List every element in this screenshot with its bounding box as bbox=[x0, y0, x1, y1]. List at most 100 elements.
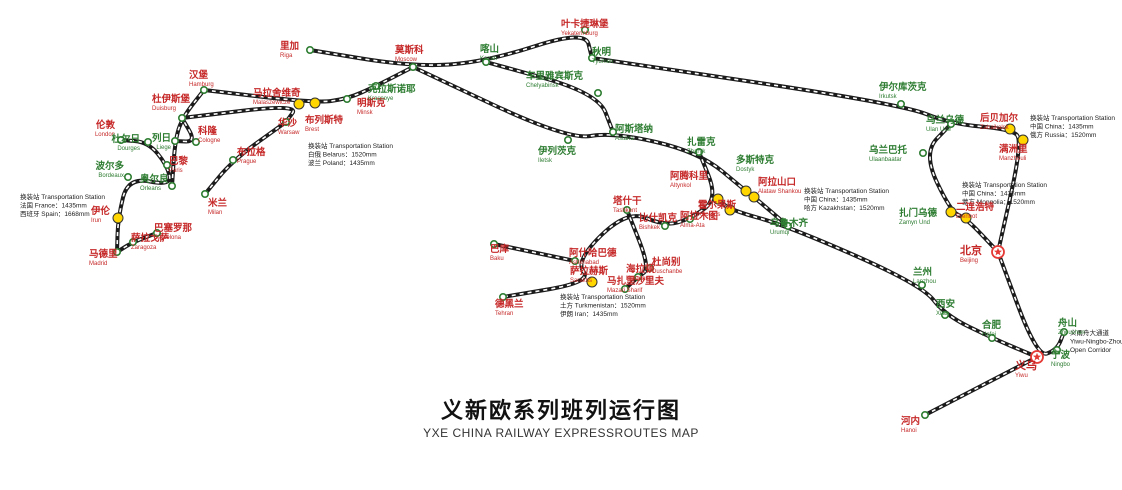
station-name-en: Khorgos bbox=[698, 212, 720, 218]
note-line: 中国 China：1435mm bbox=[962, 189, 1026, 198]
station-name-en: Astana bbox=[615, 136, 634, 142]
station-marker bbox=[281, 118, 290, 127]
station-name-en: Barcelona bbox=[154, 235, 182, 241]
station-marker bbox=[685, 215, 694, 224]
station-name-zh: 舟山 bbox=[1058, 317, 1077, 329]
station-marker bbox=[1060, 327, 1069, 336]
station-name-zh: 乌兰巴托 bbox=[869, 144, 908, 156]
station-marker bbox=[940, 310, 949, 319]
station-marker bbox=[645, 263, 654, 272]
station-name-en: Alma-Ata bbox=[680, 223, 705, 229]
station-marker bbox=[178, 114, 187, 123]
station-name-zh: 海拉顿 bbox=[626, 263, 655, 275]
station-marker bbox=[570, 256, 579, 265]
rail-line-dash bbox=[116, 139, 171, 253]
station-name-en: Tashkent bbox=[613, 208, 637, 214]
station-name-en: Paris bbox=[169, 168, 183, 174]
station-name-zh: 伊伦 bbox=[90, 205, 111, 217]
station-name-zh: 伊尔库茨克 bbox=[878, 81, 927, 93]
station-marker bbox=[608, 128, 617, 137]
station-name-zh: 多斯特克 bbox=[736, 154, 775, 166]
station-name-en: Malaszewicze bbox=[253, 100, 291, 106]
station-name-en: London bbox=[95, 132, 115, 138]
note-line: 换装站 Transportation Station bbox=[20, 192, 105, 201]
station-name-en: Erenhot bbox=[956, 214, 977, 220]
station-name-zh: 萨拉赫斯 bbox=[570, 265, 609, 277]
station-name-zh: 马德里 bbox=[89, 248, 118, 260]
station-marker bbox=[153, 229, 162, 238]
station-name-en: Cologne bbox=[198, 138, 221, 144]
station-marker bbox=[129, 238, 138, 247]
station-name-en: Ningbo bbox=[1051, 362, 1071, 368]
station-name-en: Madrid bbox=[89, 261, 107, 267]
station-name-zh: 二连浩特 bbox=[956, 201, 995, 213]
station-name-en: Alataw Shankou bbox=[758, 189, 801, 195]
station-marker bbox=[896, 100, 905, 109]
note-line: 西班牙 Spain：1668mm bbox=[20, 209, 90, 218]
station-marker bbox=[918, 149, 927, 158]
